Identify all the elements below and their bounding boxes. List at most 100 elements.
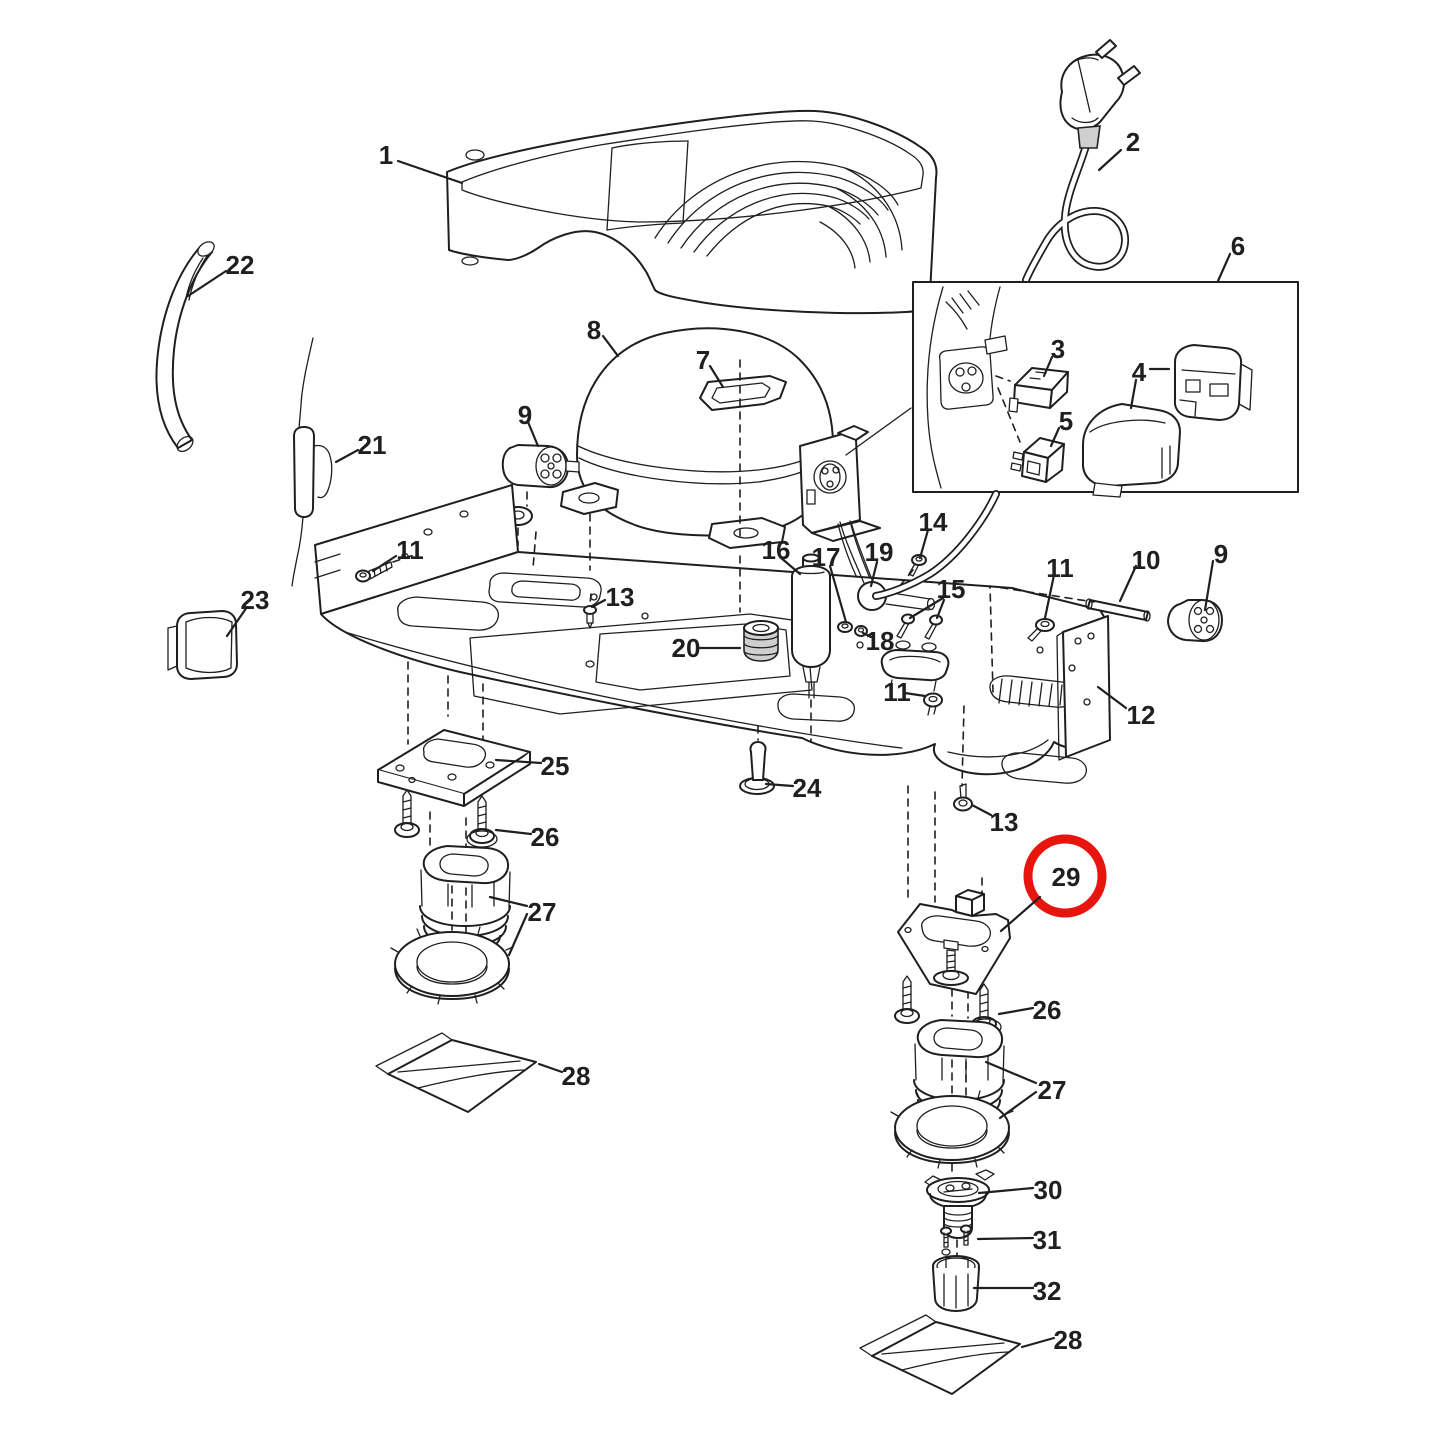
callout-number: 19 (865, 537, 894, 567)
pushpin-13-right (953, 783, 973, 812)
pushpin-13-left (583, 605, 597, 629)
callout-26: 26 (494, 822, 560, 852)
part-12-bracket (1056, 615, 1111, 761)
callout-9: 9 (1203, 539, 1228, 612)
callout-leader (601, 334, 620, 358)
callout-12: 12 (1096, 685, 1156, 730)
callout-13: 13 (590, 582, 635, 612)
part-31-screws (940, 1224, 972, 1256)
callout-leader (1129, 378, 1138, 410)
callout-number: 30 (1034, 1175, 1063, 1205)
callout-number: 9 (518, 400, 532, 430)
callout-leader (590, 598, 607, 609)
callout-leader (1216, 252, 1232, 283)
callout-leader (1043, 573, 1056, 620)
callout-leader (998, 1090, 1038, 1120)
callout-27: 27 (488, 895, 556, 957)
callout-28: 28 (1020, 1325, 1082, 1355)
callout-leader (507, 912, 529, 957)
callout-number: 28 (562, 1061, 591, 1091)
callout-16: 16 (762, 535, 802, 576)
part-21-sensor-wire (291, 337, 333, 587)
callout-leader (708, 364, 725, 389)
callout-number: 26 (1033, 995, 1062, 1025)
screws-15 (895, 613, 943, 652)
callout-4: 4 (1129, 357, 1171, 410)
callout-3: 3 (1042, 334, 1065, 378)
callout-1: 1 (379, 140, 464, 185)
callout-leader (334, 448, 360, 464)
callout-7: 7 (696, 345, 725, 389)
compressor-terminal-bracket (799, 407, 912, 542)
callout-26: 26 (997, 995, 1062, 1025)
callout-number: 23 (241, 585, 270, 615)
callout-leader (494, 828, 533, 836)
callout-leader (778, 555, 802, 576)
screw-11-right (1027, 618, 1055, 642)
callout-number: 12 (1127, 700, 1156, 730)
callout-leader (908, 596, 945, 620)
left-foot-assembly (375, 729, 537, 1113)
part-5-capacitor (1010, 437, 1065, 483)
tube-clamp (880, 649, 950, 692)
part-28-pad-right (859, 1314, 1021, 1395)
callout-leader (903, 691, 927, 698)
callout-leader (371, 554, 398, 573)
callout-number: 6 (1231, 231, 1245, 261)
screw-26-left-a (394, 789, 420, 838)
callout-number: 5 (1059, 406, 1073, 436)
callout-leader (984, 1060, 1038, 1085)
callout-9: 9 (518, 400, 540, 448)
callout-13: 13 (970, 803, 1019, 837)
callout-10: 10 (1118, 545, 1160, 603)
callout-number: 32 (1033, 1276, 1062, 1306)
callout-number: 18 (866, 626, 895, 656)
part-6-electrical-detail-box (912, 281, 1299, 498)
compressor-foot-left (560, 482, 619, 515)
callout-number: 29 (1052, 862, 1081, 892)
callout-leader (1042, 355, 1054, 378)
callout-leader (997, 1006, 1035, 1016)
callout-number: 26 (531, 822, 560, 852)
callout-leader (186, 269, 228, 298)
callout-11: 11 (883, 677, 927, 707)
callout-number: 8 (587, 315, 601, 345)
callout-5: 5 (1049, 406, 1073, 448)
callout-14: 14 (919, 507, 948, 560)
callout-leader (977, 1186, 1035, 1195)
callout-leader (1096, 685, 1128, 710)
part-4-relay-cover (1082, 344, 1253, 498)
part-23-clip (167, 610, 238, 680)
callout-30: 30 (977, 1175, 1063, 1205)
nut-17 (837, 621, 853, 633)
callout-number: 21 (358, 430, 387, 460)
callout-leader (970, 803, 993, 817)
callout-6: 6 (1216, 231, 1245, 283)
callout-number: 11 (1046, 553, 1074, 583)
callout-number: 13 (606, 582, 635, 612)
part-24-pin (739, 741, 775, 795)
callout-leader (488, 895, 529, 908)
callout-number: 16 (762, 535, 791, 565)
callout-32: 32 (972, 1276, 1062, 1306)
callout-number: 11 (396, 535, 424, 565)
callout-22: 22 (186, 250, 254, 298)
callout-27: 27 (984, 1060, 1067, 1120)
callout-number: 27 (1038, 1075, 1067, 1105)
part-20-rubber-mount (743, 620, 779, 662)
callout-number: 13 (990, 807, 1019, 837)
callout-leader (526, 420, 540, 448)
callout-11: 11 (371, 535, 424, 573)
part-1-drip-tray (446, 109, 938, 315)
right-foot-assembly (859, 889, 1021, 1395)
callout-number: 20 (672, 633, 701, 663)
part-28-pad-left (375, 1032, 537, 1113)
callout-leader (1049, 426, 1061, 448)
callout-number: 11 (883, 677, 911, 707)
callout-29: 29 (999, 862, 1081, 933)
callout-leader (976, 1236, 1035, 1241)
callout-number: 25 (541, 751, 570, 781)
callout-2: 2 (1097, 127, 1140, 172)
